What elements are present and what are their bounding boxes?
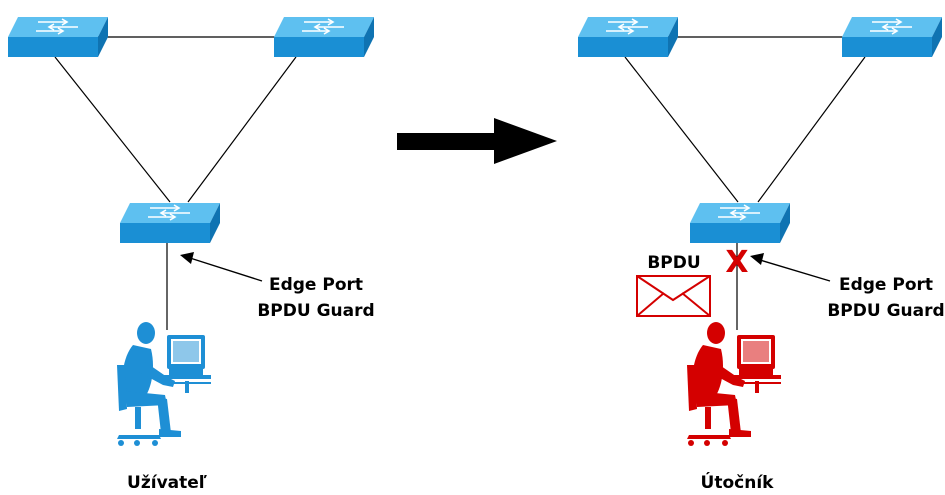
attacker-at-computer-icon [686, 321, 782, 447]
right-links [624, 36, 866, 330]
left-scene: Edge Port BPDU Guard Užívateľ [7, 16, 375, 493]
switch-icon [7, 16, 109, 58]
arrow-right-icon [397, 118, 557, 164]
edge-port-pointer-arrow [750, 253, 831, 282]
edge-port-label: Edge Port [839, 275, 933, 295]
edge-port-label: Edge Port [269, 275, 363, 295]
bpdu-label: BPDU [647, 253, 700, 273]
bpdu-guard-label: BPDU Guard [257, 301, 374, 321]
switch-icon [273, 16, 375, 58]
attacker-label: Útočník [701, 471, 775, 493]
edge-port-pointer-arrow [180, 252, 263, 282]
switch-icon [689, 202, 791, 244]
switch-icon [577, 16, 679, 58]
user-label: Užívateľ [127, 473, 208, 493]
block-mark: X [725, 245, 748, 280]
user-at-computer-icon [116, 321, 212, 447]
switch-icon [119, 202, 221, 244]
right-scene: X Edge Port BPDU Guard BPDU Útočník [577, 16, 945, 493]
switch-icon [841, 16, 943, 58]
bpdu-guard-label: BPDU Guard [827, 301, 944, 321]
left-links [54, 36, 297, 330]
envelope-icon [636, 275, 711, 317]
